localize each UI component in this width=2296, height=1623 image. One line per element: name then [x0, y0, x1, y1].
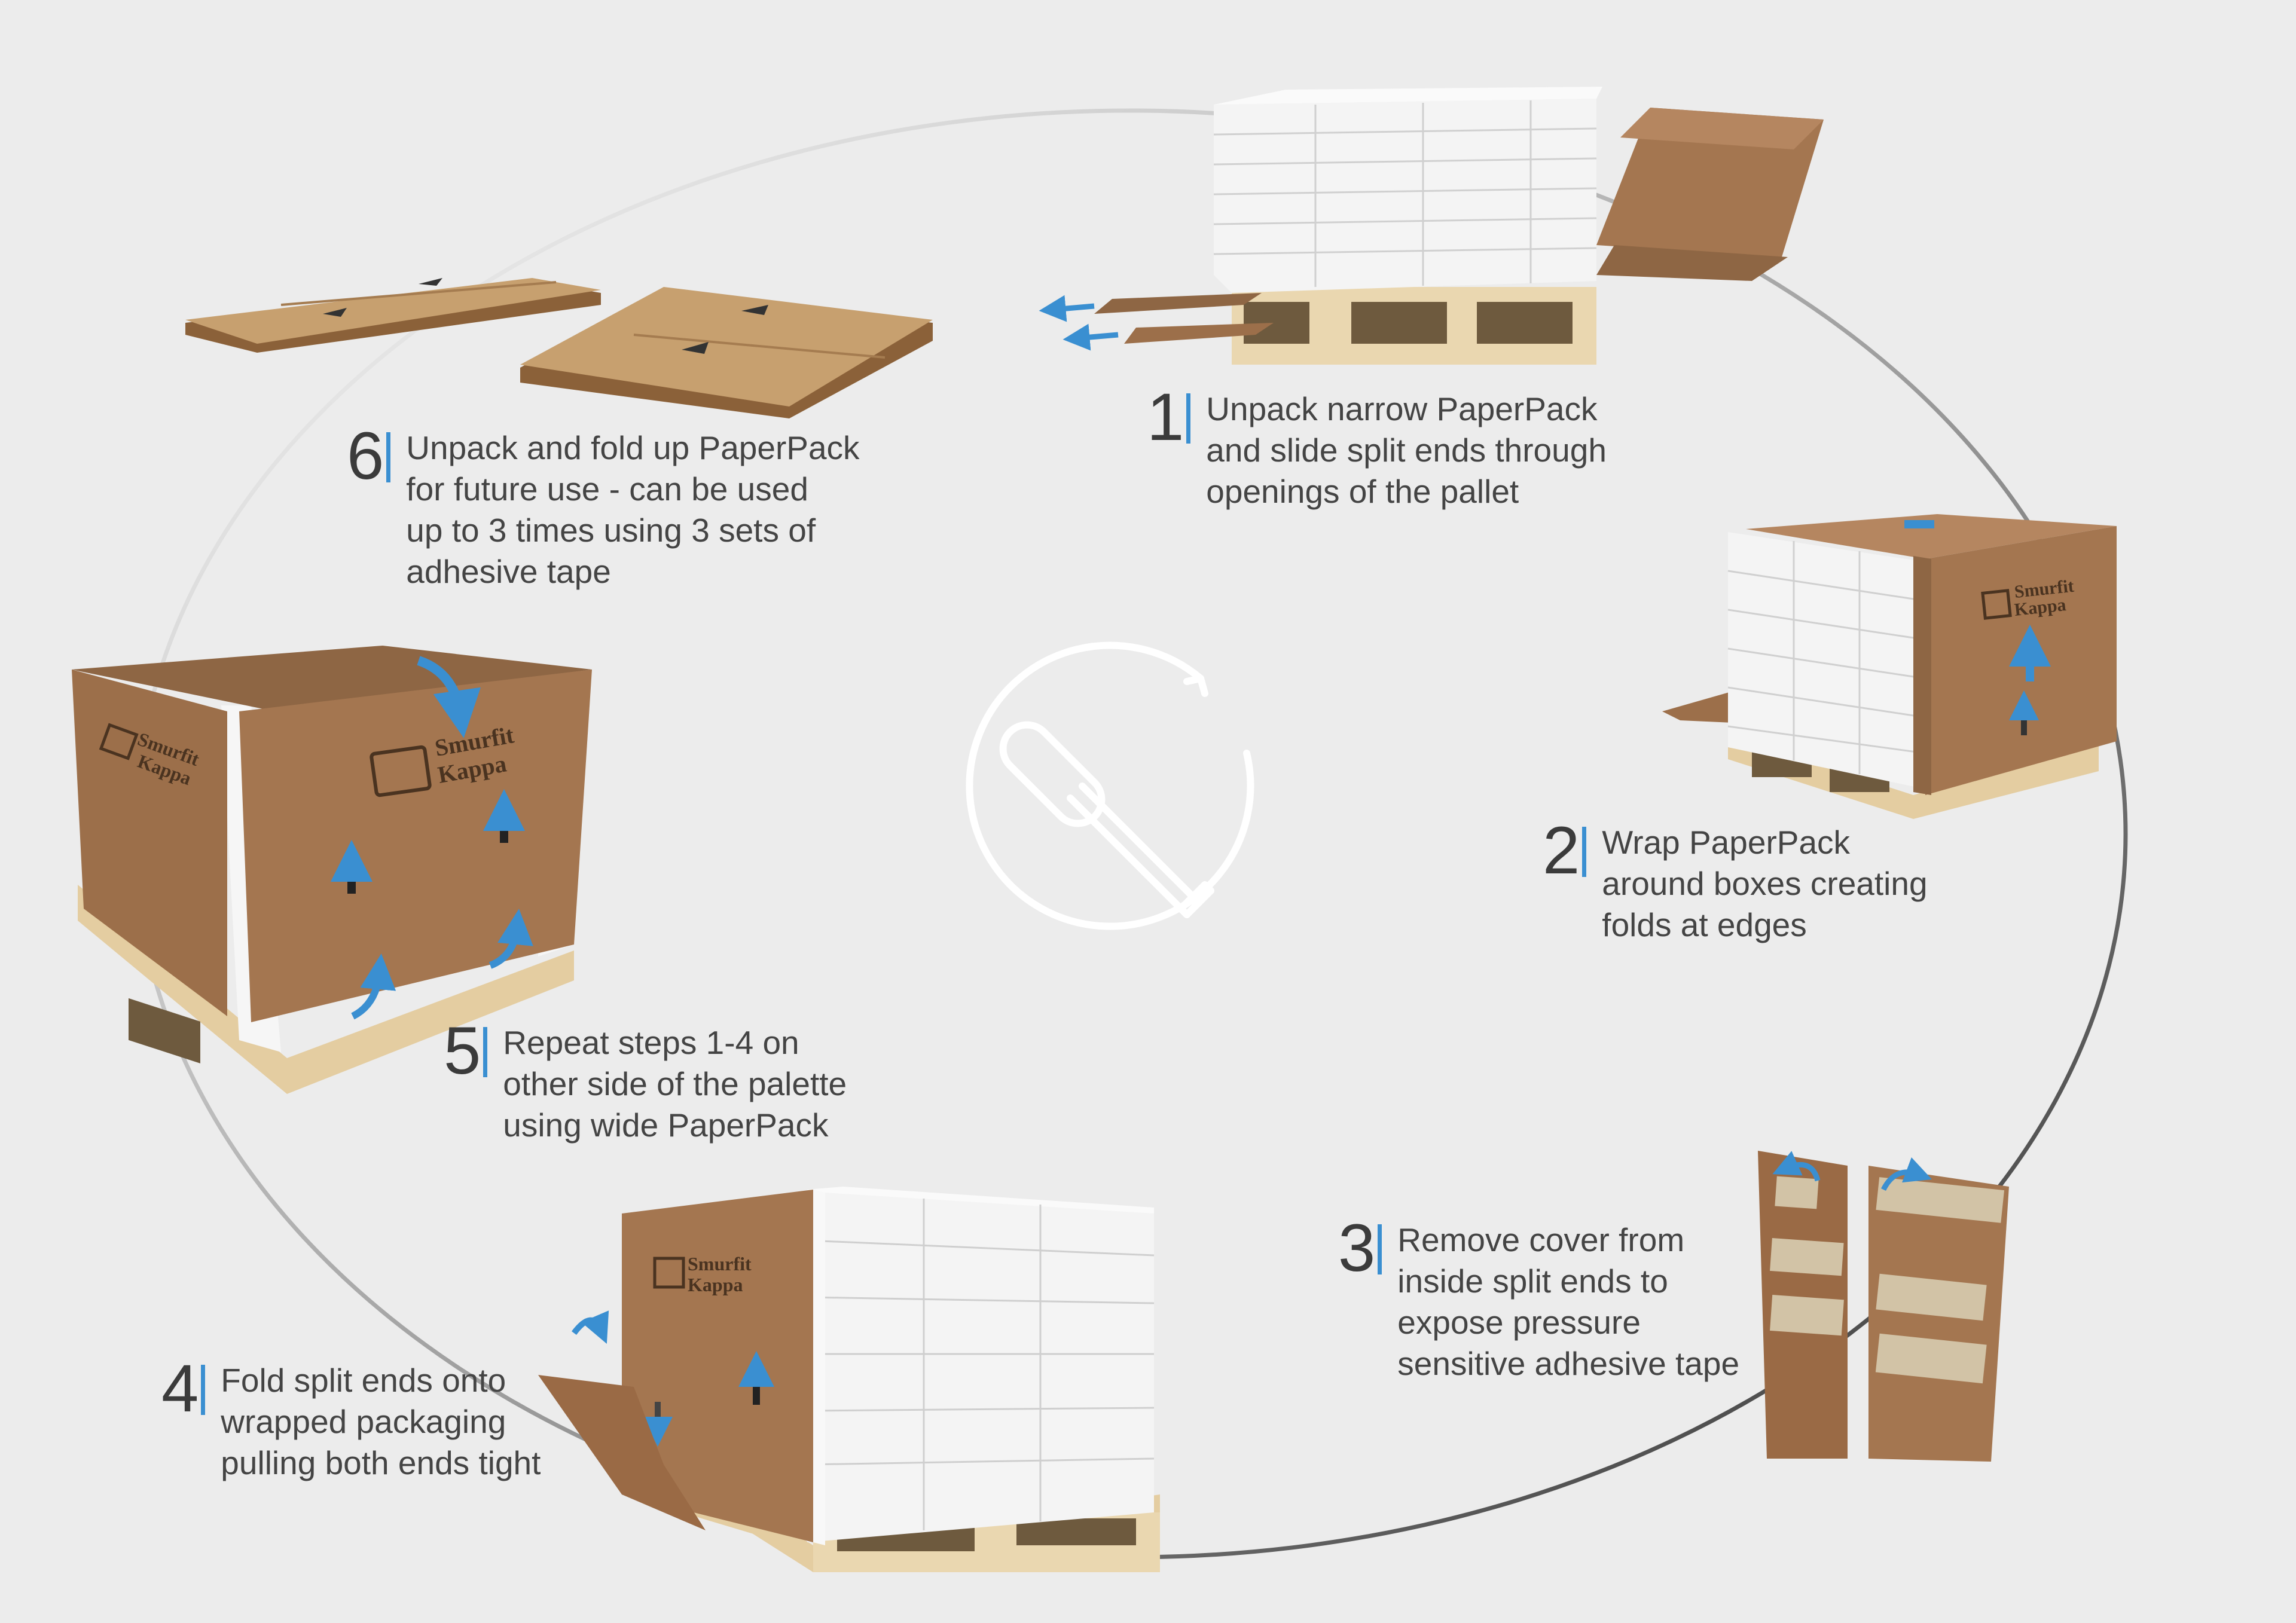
- step1-illustration: [1039, 87, 1824, 365]
- step-line: Fold split ends onto: [221, 1362, 506, 1399]
- screwdriver-cycle-icon: [966, 641, 1254, 930]
- step-line: sensitive adhesive tape: [1397, 1345, 1740, 1382]
- accent-bar: [483, 1027, 488, 1077]
- step4-logo-kappa: Kappa: [688, 1274, 743, 1295]
- accent-bar: [201, 1365, 206, 1415]
- step-line: inside split ends to: [1397, 1263, 1668, 1300]
- accent-bar: [1186, 393, 1191, 444]
- accent-bar: [386, 432, 391, 482]
- step-line: Repeat steps 1-4 on: [503, 1024, 799, 1061]
- step-line: other side of the palette: [503, 1065, 847, 1102]
- step-2: 2 Wrap PaperPack around boxes creating f…: [1543, 813, 1928, 946]
- folded-paperpack-right: [520, 287, 933, 418]
- step-line: expose pressure: [1397, 1304, 1641, 1341]
- step-line: using wide PaperPack: [503, 1107, 829, 1144]
- step-1: 1 Unpack narrow PaperPack and slide spli…: [1147, 380, 1607, 512]
- step-number: 4: [161, 1351, 199, 1426]
- step-4: 4 Fold split ends onto wrapped packaging…: [161, 1351, 541, 1484]
- folded-paperpack-left: [185, 278, 601, 353]
- step-line: Wrap PaperPack: [1602, 824, 1851, 861]
- step-line: up to 3 times using 3 sets of: [406, 512, 816, 549]
- accent-bar: [1582, 827, 1587, 877]
- step-line: folds at edges: [1602, 906, 1807, 943]
- step-line: Remove cover from: [1397, 1221, 1685, 1258]
- step-number: 6: [347, 418, 384, 493]
- step4-illustration: Smurfit Kappa: [538, 1187, 1160, 1572]
- step4-logo-smurfit: Smurfit: [688, 1253, 752, 1274]
- step-line: pulling both ends tight: [221, 1444, 541, 1481]
- step-number: 5: [444, 1013, 481, 1088]
- step-5: 5 Repeat steps 1-4 on other side of the …: [444, 1013, 847, 1146]
- step-description: Remove cover from inside split ends to e…: [1397, 1219, 1739, 1384]
- step-description: Unpack and fold up PaperPack for future …: [406, 427, 859, 592]
- step-line: around boxes creating: [1602, 865, 1928, 902]
- step-description: Fold split ends onto wrapped packaging p…: [221, 1360, 541, 1484]
- step-line: and slide split ends through: [1206, 432, 1607, 469]
- step3-illustration: [1758, 1151, 2009, 1462]
- step-line: for future use - can be used: [406, 470, 808, 508]
- step-line: Unpack and fold up PaperPack: [406, 429, 860, 466]
- step-number: 3: [1338, 1211, 1376, 1285]
- step-6: 6 Unpack and fold up PaperPack for futur…: [347, 418, 860, 592]
- accent-bar: [1378, 1224, 1382, 1274]
- step-line: wrapped packaging: [221, 1403, 506, 1440]
- step-description: Repeat steps 1-4 on other side of the pa…: [503, 1022, 847, 1146]
- step-line: openings of the pallet: [1206, 473, 1519, 510]
- step5-illustration: Smurfit Kappa Smurfit Kappa: [72, 646, 592, 1094]
- step-number: 2: [1543, 813, 1580, 888]
- step-line: Unpack narrow PaperPack: [1206, 390, 1598, 427]
- step-3: 3 Remove cover from inside split ends to…: [1338, 1211, 1739, 1384]
- step-description: Unpack narrow PaperPack and slide split …: [1206, 389, 1607, 512]
- step-number: 1: [1147, 380, 1184, 454]
- step-description: Wrap PaperPack around boxes creating fol…: [1602, 822, 1927, 946]
- step-line: adhesive tape: [406, 553, 611, 590]
- step2-illustration: Smurfit Kappa: [1662, 514, 2117, 819]
